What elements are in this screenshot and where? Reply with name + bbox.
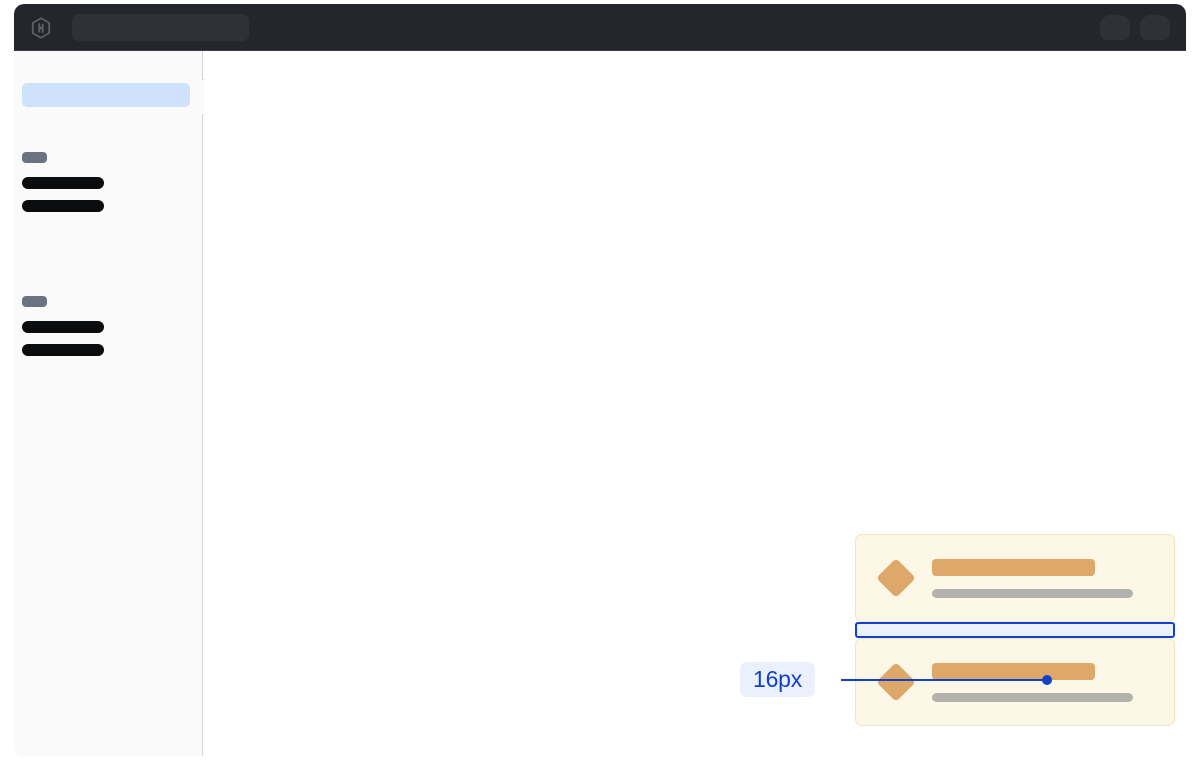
sidebar-group-2-label: [22, 296, 47, 307]
topbar-action-1-icon[interactable]: [1100, 15, 1130, 40]
notification-card-stack: [855, 534, 1175, 726]
measured-gap-highlight: [855, 622, 1175, 638]
topbar-action-2-icon[interactable]: [1140, 15, 1170, 40]
measurement-value-badge: 16px: [740, 662, 816, 698]
measurement-leader-line: [841, 679, 1049, 681]
notice-card[interactable]: [855, 534, 1175, 622]
diamond-icon: [876, 558, 916, 598]
app-window: 16px: [14, 4, 1186, 756]
top-navigation-bar: [14, 4, 1186, 51]
hashicorp-logo-icon[interactable]: [29, 16, 53, 40]
sidebar-item-1-2[interactable]: [22, 200, 104, 212]
notice-card-title: [932, 558, 1095, 576]
diamond-icon: [876, 662, 916, 702]
notice-card-text: [932, 662, 1154, 702]
sidebar-group-2: [22, 296, 190, 367]
app-body: 16px: [14, 51, 1186, 756]
topbar-actions: [1100, 15, 1170, 40]
sidebar-item-active[interactable]: [22, 83, 190, 107]
notice-card-subtitle: [932, 692, 1133, 702]
notice-card-text: [932, 558, 1154, 598]
global-search-input[interactable]: [72, 14, 249, 41]
notice-card-title: [932, 662, 1095, 680]
sidebar-item-2-2[interactable]: [22, 344, 104, 356]
sidebar-item-1-1[interactable]: [22, 177, 104, 189]
notice-card[interactable]: [855, 638, 1175, 726]
sidebar: [14, 51, 203, 756]
main-content-canvas: 16px: [204, 51, 1186, 756]
measurement-endpoint-dot: [1042, 675, 1052, 685]
sidebar-item-2-1[interactable]: [22, 321, 104, 333]
sidebar-group-1-label: [22, 152, 47, 163]
notice-card-subtitle: [932, 588, 1133, 598]
sidebar-group-1: [22, 152, 190, 223]
